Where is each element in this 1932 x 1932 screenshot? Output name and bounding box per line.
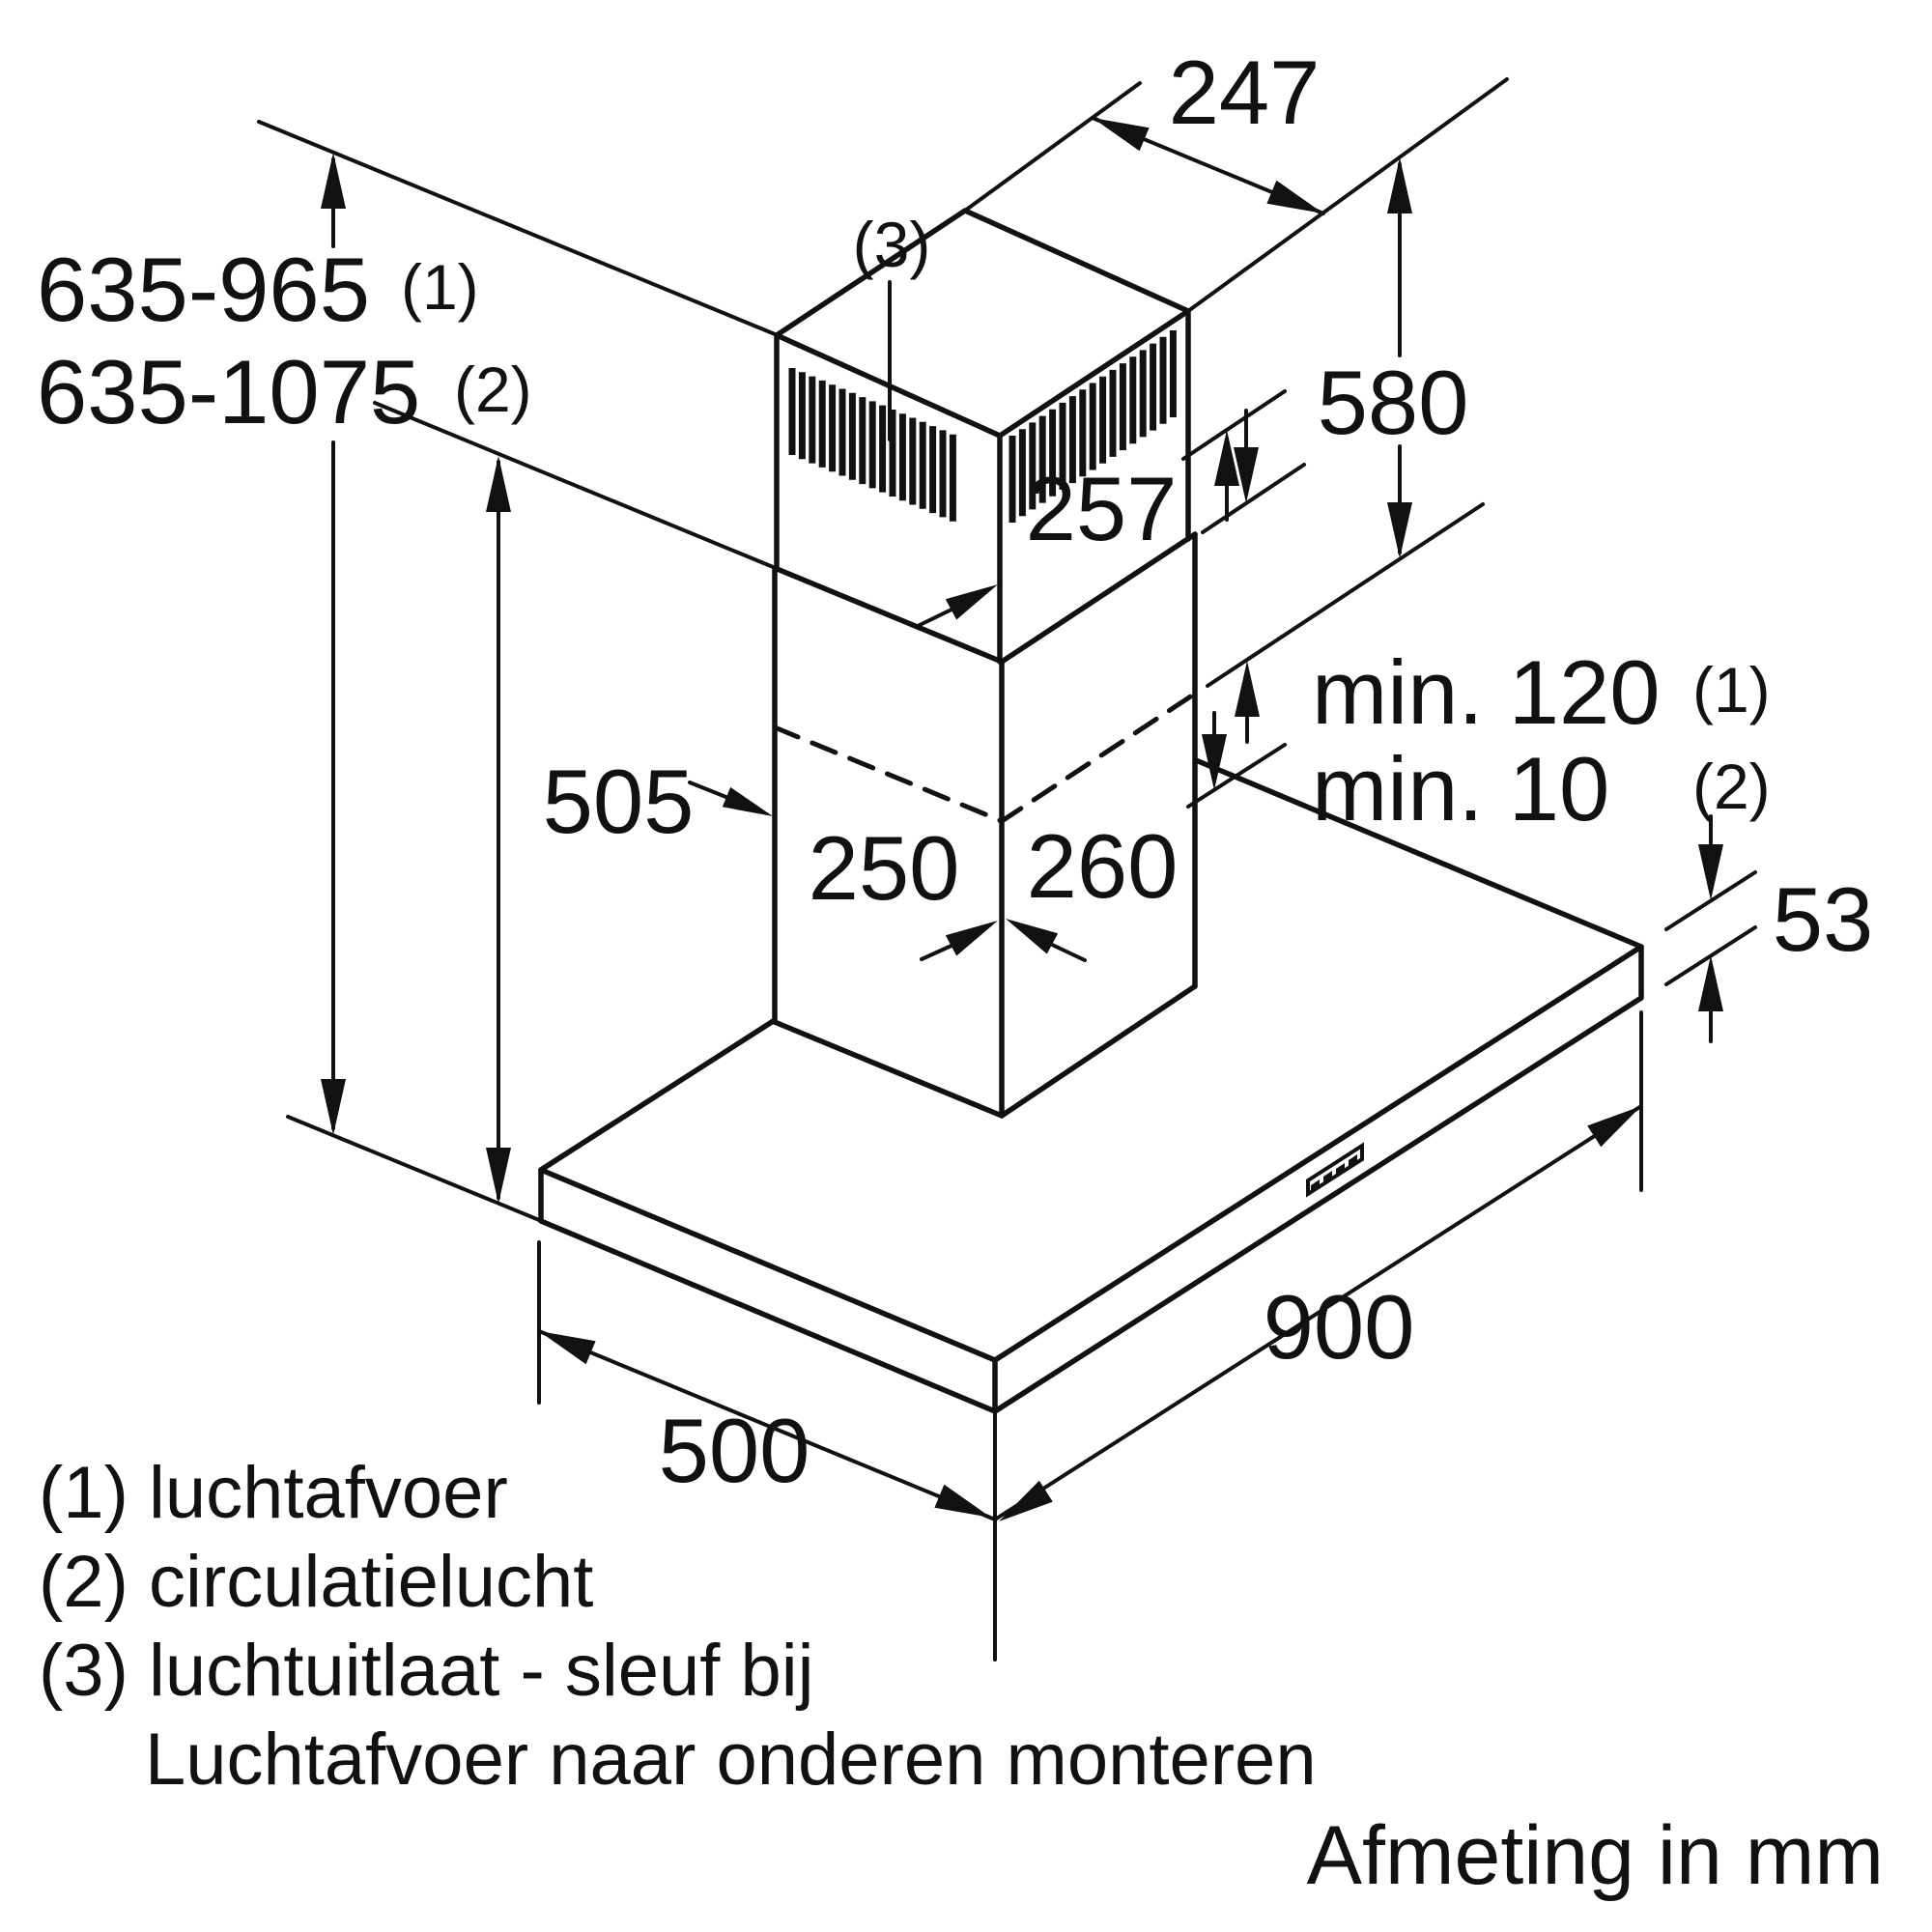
label-body-width: 900: [1264, 1276, 1415, 1378]
control-panel: [1306, 1142, 1364, 1198]
dimension-body-depth: [537, 1329, 997, 1521]
label-height-recirc: 635-1075: [37, 341, 420, 442]
label-min-recirc: min. 10: [1312, 738, 1609, 839]
legend-line-2: (2) circulatielucht: [39, 1541, 593, 1623]
label-body-depth: 500: [659, 1400, 810, 1501]
label-slot-ref: (3): [853, 209, 931, 280]
label-height-duct-ref: (1): [401, 251, 479, 323]
extension-lines: [257, 77, 1757, 1662]
legend: (1) luchtafvoer (2) circulatielucht (3) …: [39, 1452, 1317, 1801]
label-upper-visible: 257: [1026, 458, 1178, 559]
label-top-width: 247: [1169, 42, 1321, 143]
air-outlet-slots-right-face: [1009, 330, 1177, 523]
label-min-duct: min. 120: [1312, 641, 1661, 743]
dimension-upper-section-height: [1387, 157, 1412, 558]
legend-line-3: (3) luchtuitlaat - sleuf bij: [39, 1630, 814, 1712]
label-upper-height: 580: [1318, 352, 1469, 453]
telescopic-joint-dashed-line: [772, 691, 1198, 824]
air-outlet-slots-left-face: [788, 368, 956, 522]
label-height-recirc-ref: (2): [454, 354, 532, 425]
label-height-duct: 635-965: [37, 239, 370, 340]
legend-line-1: (1) luchtafvoer: [39, 1452, 508, 1534]
dimension-lower-section-height: [486, 456, 773, 1204]
label-body-height: 53: [1773, 868, 1874, 970]
legend-line-4: Luchtafvoer naar onderen monteren: [145, 1719, 1317, 1801]
dimension-upper-visible-height: [916, 409, 1259, 628]
units-note: Afmeting in mm: [1307, 1809, 1884, 1902]
label-lower-height: 505: [543, 751, 695, 852]
label-min-duct-ref: (1): [1692, 654, 1771, 725]
label-chimney-depth: 260: [1027, 815, 1179, 917]
label-min-recirc-ref: (2): [1692, 751, 1771, 822]
dimension-body-height: [1698, 814, 1723, 1043]
dimension-body-width: [993, 1104, 1643, 1521]
chimney-lower-section: [772, 531, 1198, 1119]
label-chimney-width: 250: [809, 817, 960, 919]
dimension-chimney-cross-section: [920, 919, 1087, 962]
dimension-top-duct-width: [1091, 116, 1325, 215]
dimension-min-clearance: [1202, 661, 1260, 790]
dimension-overall-height: [321, 153, 346, 1135]
